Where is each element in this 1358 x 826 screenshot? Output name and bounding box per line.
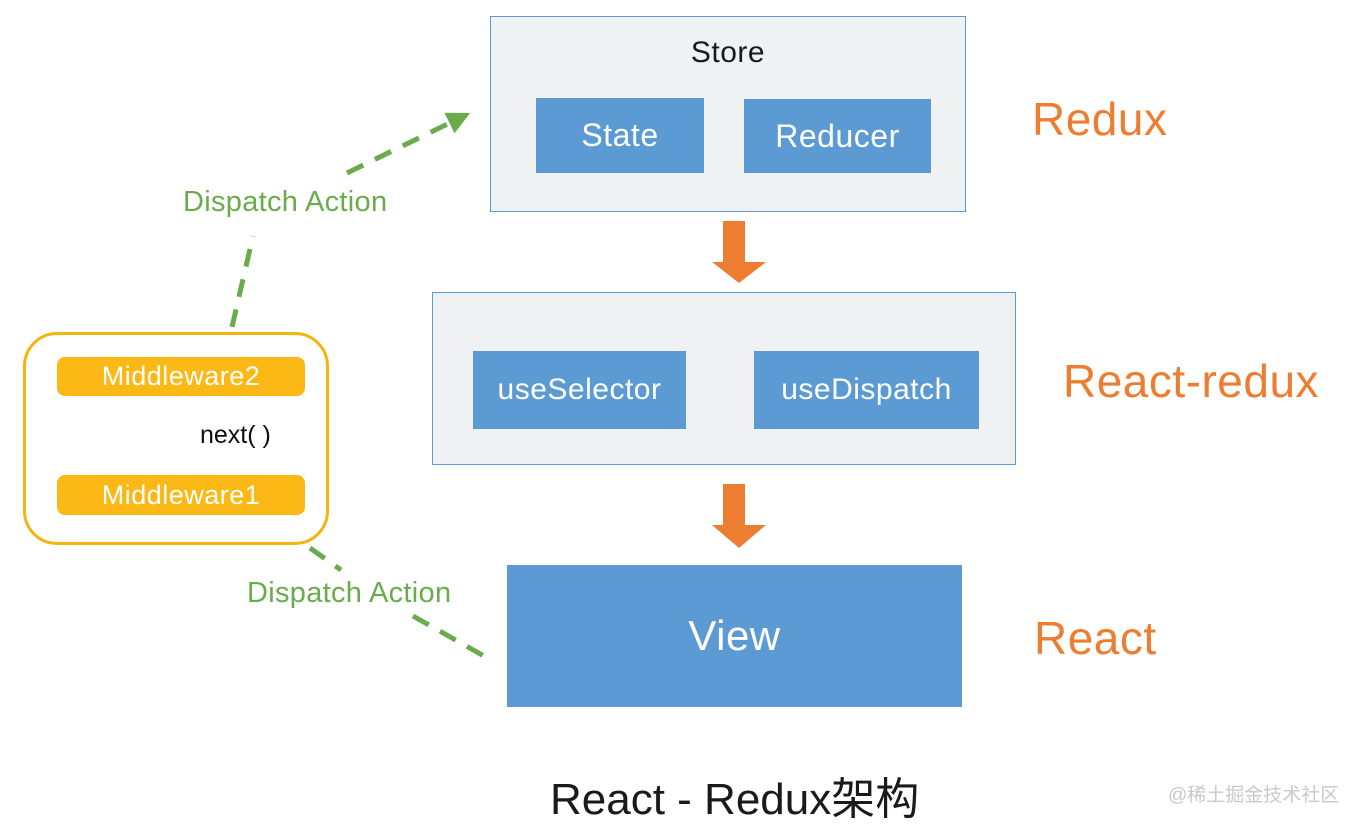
next-label: next( ) <box>200 421 271 449</box>
middleware2-box: Middleware2 <box>57 357 305 396</box>
dispatch-dashed-arrow-to-store <box>345 112 471 176</box>
store-panel: Store State Reducer <box>490 16 966 212</box>
store-title: Store <box>690 36 766 69</box>
flow-arrow-react-redux-to-view <box>712 484 766 548</box>
flow-arrow-store-to-react-redux <box>712 221 766 283</box>
dispatch-dashed-line-middleware-to-label-bottom <box>308 545 343 573</box>
view-box: View <box>507 565 962 707</box>
dispatch-dashed-line-middleware-to-label <box>229 235 256 328</box>
layer-label-react-redux: React-redux <box>1063 355 1320 407</box>
watermark: @稀土掘金技术社区 <box>1168 785 1340 806</box>
use-selector-box: useSelector <box>473 351 686 429</box>
middleware-group: Middleware2 next( ) Middleware1 <box>23 332 329 545</box>
dispatch-dashed-line-label-to-view <box>411 613 493 663</box>
layer-label-redux: Redux <box>1032 93 1168 145</box>
dispatch-action-label-bottom: Dispatch Action <box>247 577 452 609</box>
middleware1-box: Middleware1 <box>57 475 305 515</box>
dispatch-action-label-top: Dispatch Action <box>183 186 388 218</box>
layer-label-react: React <box>1034 612 1157 664</box>
react-redux-panel: useSelector useDispatch <box>432 292 1016 465</box>
diagram-title: React - Redux架构 <box>550 775 920 824</box>
state-box: State <box>536 98 704 173</box>
reducer-box: Reducer <box>744 99 931 173</box>
use-dispatch-box: useDispatch <box>754 351 979 429</box>
